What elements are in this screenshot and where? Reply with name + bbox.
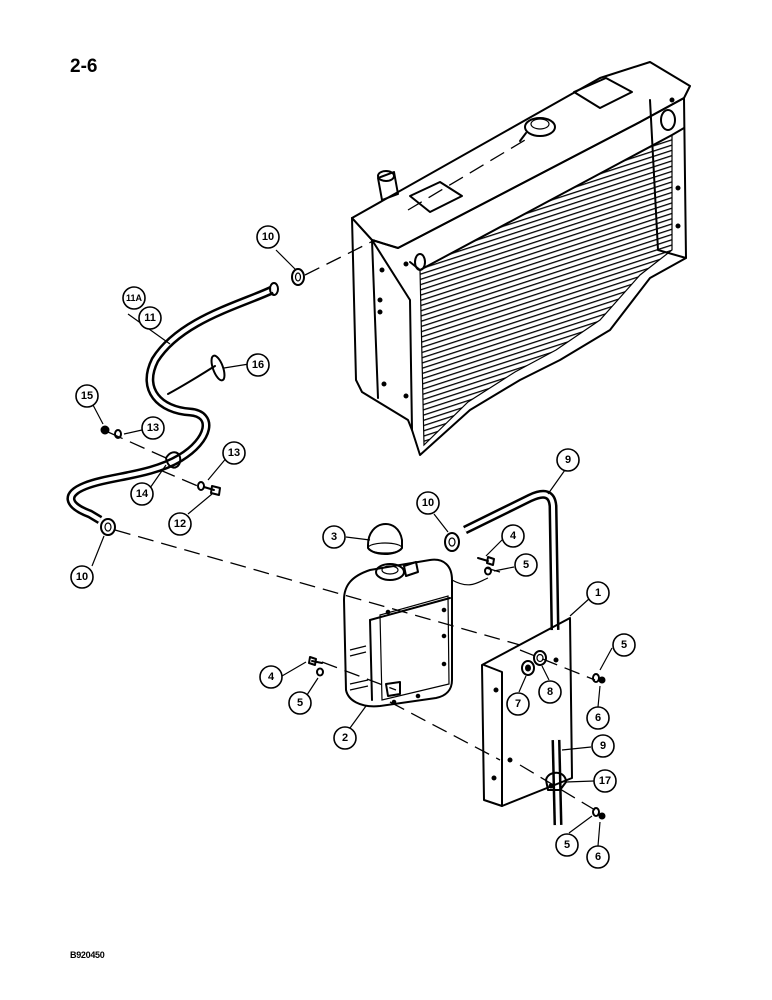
- callout-5c-label: 5: [621, 639, 627, 651]
- page-number: 2-6: [70, 56, 98, 77]
- callout-16-label: 16: [252, 359, 264, 371]
- callout-5a-label: 5: [523, 559, 529, 571]
- clip-hardware: [100, 425, 221, 496]
- radiator: [351, 61, 691, 456]
- callout-16: 16: [246, 353, 270, 377]
- callout-1-label: 1: [595, 587, 601, 599]
- callout-6b: 6: [586, 845, 610, 869]
- callout-10a: 10: [256, 225, 280, 249]
- callout-5c: 5: [612, 633, 636, 657]
- callout-14: 14: [130, 482, 154, 506]
- callout-11b-label: 11: [144, 312, 156, 324]
- tank-hardware: [308, 556, 606, 820]
- callout-10a-label: 10: [262, 231, 274, 243]
- callout-7-label: 7: [515, 698, 521, 710]
- callout-9b: 9: [591, 734, 615, 758]
- callout-6a: 6: [586, 706, 610, 730]
- hose-clamp-upper: [291, 268, 305, 286]
- overflow-hose-lower: [463, 489, 563, 826]
- callout-13b-label: 13: [228, 447, 240, 459]
- callout-15-label: 15: [81, 390, 93, 402]
- callout-10b: 10: [416, 491, 440, 515]
- callout-5b: 5: [288, 691, 312, 715]
- callout-9a: 9: [556, 448, 580, 472]
- callout-5b-label: 5: [297, 697, 303, 709]
- callout-2-label: 2: [342, 732, 348, 744]
- callout-8-label: 8: [547, 686, 553, 698]
- callout-4b: 4: [259, 665, 283, 689]
- hose-clamp-tank: [444, 532, 460, 552]
- callout-7: 7: [506, 692, 530, 716]
- callout-4b-label: 4: [268, 671, 275, 683]
- tie-strap: [167, 354, 226, 395]
- callout-6a-label: 6: [595, 712, 601, 724]
- callout-10c: 10: [70, 565, 94, 589]
- figure-code: B920450: [70, 950, 105, 960]
- callout-12-label: 12: [174, 518, 186, 530]
- reservoir-cap: [367, 522, 403, 555]
- callout-10b-label: 10: [422, 497, 434, 509]
- hose-clamp-left: [100, 518, 116, 536]
- hose-clamp-bracket: [545, 771, 567, 791]
- callout-10c-label: 10: [76, 571, 88, 583]
- callout-1: 1: [586, 581, 610, 605]
- callout-15: 15: [75, 384, 99, 408]
- callout-13b: 13: [222, 441, 246, 465]
- callout-14-label: 14: [136, 488, 149, 500]
- callout-3-label: 3: [331, 531, 337, 543]
- callout-6b-label: 6: [595, 851, 601, 863]
- hose-clip: [165, 451, 182, 469]
- coolant-reservoir: [343, 558, 489, 708]
- callout-17-label: 17: [599, 775, 611, 787]
- overflow-hose-upper: [66, 282, 279, 524]
- callout-9a-label: 9: [565, 454, 571, 466]
- callout-17: 17: [593, 769, 617, 793]
- callout-5a: 5: [514, 553, 538, 577]
- callout-4a: 4: [501, 524, 525, 548]
- callout-5d-label: 5: [564, 839, 570, 851]
- callout-9b-label: 9: [600, 740, 606, 752]
- callout-13a-label: 13: [147, 422, 159, 434]
- callout-12: 12: [168, 512, 192, 536]
- callout-5d: 5: [555, 833, 579, 857]
- callout-11b: 11: [138, 306, 162, 330]
- callout-4a-label: 4: [510, 530, 517, 542]
- callout-3: 3: [322, 525, 346, 549]
- mounting-bracket: [481, 617, 573, 807]
- callout-11a-label: 11A: [126, 293, 143, 303]
- callout-11a: 11A: [122, 286, 146, 310]
- callout-2: 2: [333, 726, 357, 750]
- callout-13a: 13: [141, 416, 165, 440]
- callout-8: 8: [538, 680, 562, 704]
